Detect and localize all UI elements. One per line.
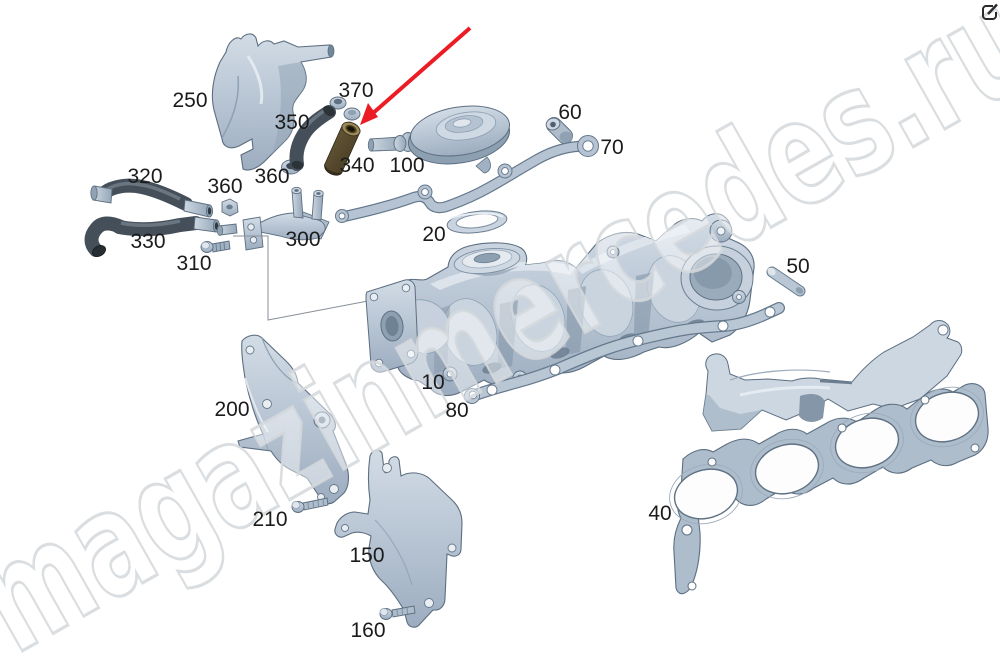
edit-icon[interactable] — [982, 3, 998, 20]
part-320-hose — [90, 178, 214, 218]
part-label-250: 250 — [172, 89, 208, 112]
part-label-310: 310 — [176, 252, 212, 275]
part-label-100: 100 — [389, 154, 425, 177]
part-label-300: 300 — [285, 228, 321, 251]
part-label-70: 70 — [600, 136, 624, 159]
part-50-pin — [766, 266, 806, 297]
part-label-160: 160 — [350, 619, 386, 642]
part-360-nut — [221, 198, 239, 217]
part-label-340: 340 — [339, 154, 375, 177]
part-70-bracket — [335, 135, 599, 223]
part-100-actuator — [367, 105, 511, 174]
part-60-bushing — [545, 117, 573, 144]
part-160-bolt — [379, 605, 416, 620]
part-label-60: 60 — [558, 101, 582, 124]
leader-line — [233, 235, 369, 321]
part-80-gasket-strip — [464, 302, 785, 404]
part-300-pipe-assembly — [216, 186, 330, 251]
part-label-40: 40 — [648, 502, 672, 525]
part-label-360: 360 — [207, 175, 243, 198]
part-150-bracket — [334, 449, 463, 628]
part-label-210: 210 — [252, 508, 288, 531]
part-370-caps — [329, 96, 361, 121]
part-label-200: 200 — [214, 398, 250, 421]
part-label-370: 370 — [338, 79, 374, 102]
part-label-360: 360 — [254, 165, 290, 188]
part-250-heat-shield — [211, 33, 335, 171]
part-label-80: 80 — [445, 399, 469, 422]
part-350-hose — [289, 105, 336, 171]
part-330-hose — [84, 216, 221, 257]
part-40-gasket-shield — [669, 320, 989, 595]
part-label-320: 320 — [127, 165, 163, 188]
part-210-bolt — [291, 497, 329, 513]
part-label-20: 20 — [422, 223, 446, 246]
part-label-330: 330 — [130, 230, 166, 253]
part-label-50: 50 — [786, 255, 810, 278]
part-label-10: 10 — [421, 371, 445, 394]
part-10-exhaust-manifold — [365, 213, 755, 397]
part-label-350: 350 — [274, 111, 310, 134]
callout-arrow — [360, 26, 472, 125]
part-310-bolt — [200, 240, 231, 253]
part-label-150: 150 — [349, 544, 385, 567]
part-20-seal-ring — [446, 210, 508, 234]
part-340-bushing — [323, 121, 361, 176]
part-200-bracket — [237, 334, 349, 505]
